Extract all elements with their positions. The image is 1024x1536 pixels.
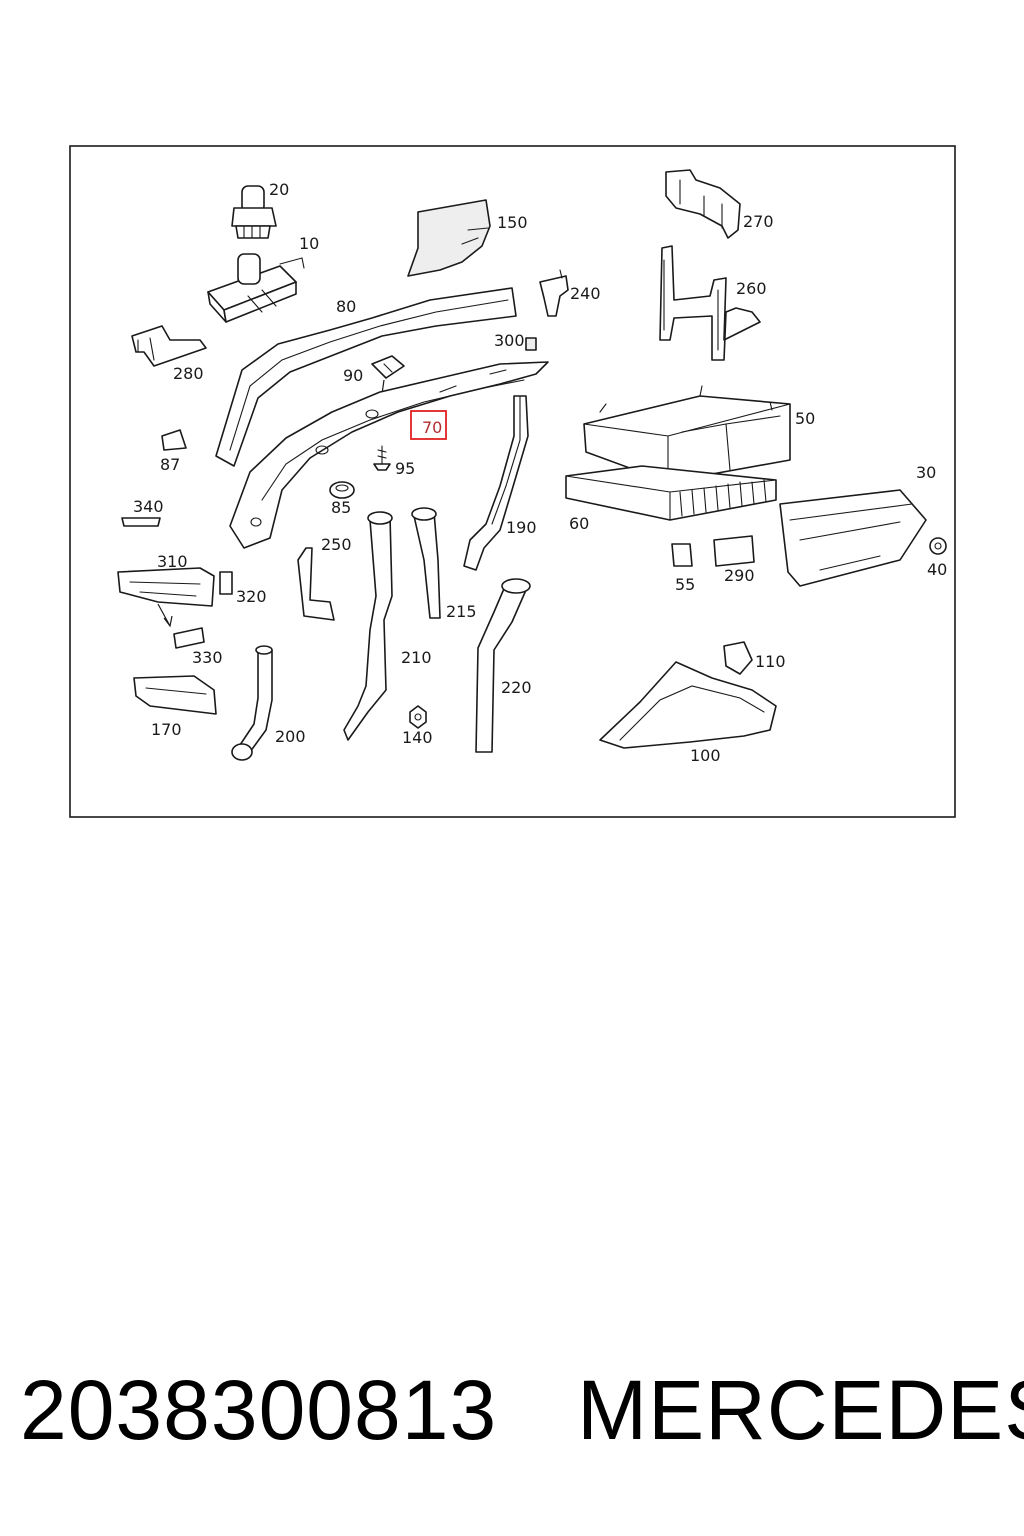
part-10-sensor <box>207 253 305 323</box>
callout-170: 170 <box>151 720 182 739</box>
callout-70-highlight-box <box>410 410 447 440</box>
part-270-bracket <box>665 169 741 239</box>
part-190-pipe <box>463 395 529 571</box>
callout-200: 200 <box>275 727 306 746</box>
callout-50: 50 <box>795 409 815 428</box>
part-100-cover <box>599 661 777 749</box>
part-95-screw <box>373 445 391 471</box>
part-55-clip <box>671 543 693 567</box>
part-20-connector <box>231 185 277 239</box>
part-280-bracket <box>131 325 207 367</box>
callout-270: 270 <box>743 212 774 231</box>
part-40-nut <box>929 537 947 555</box>
callout-190: 190 <box>506 518 537 537</box>
callout-90: 90 <box>343 366 363 385</box>
callout-320: 320 <box>236 587 267 606</box>
callout-20: 20 <box>269 180 289 199</box>
part-200-pipe <box>231 645 273 761</box>
callout-60: 60 <box>569 514 589 533</box>
callout-150: 150 <box>497 213 528 232</box>
part-240-clip <box>539 269 569 317</box>
callout-140: 140 <box>402 728 433 747</box>
part-170-bracket <box>133 675 217 715</box>
part-340-bracket <box>121 517 161 527</box>
callout-70: 70 <box>422 418 442 437</box>
part-210-hose <box>343 511 393 741</box>
part-250-bracket <box>297 547 335 621</box>
callout-240: 240 <box>570 284 601 303</box>
callout-80: 80 <box>336 297 356 316</box>
brand-name: MERCEDES <box>577 1363 1024 1457</box>
part-140-nut <box>409 705 427 729</box>
callout-215: 215 <box>446 602 477 621</box>
callout-300: 300 <box>494 331 525 350</box>
arrow-310-to-330 <box>157 603 173 628</box>
part-50-filter-housing <box>583 385 791 483</box>
callout-95: 95 <box>395 459 415 478</box>
callout-260: 260 <box>736 279 767 298</box>
callout-110: 110 <box>755 652 786 671</box>
part-30-housing <box>779 489 927 587</box>
callout-330: 330 <box>192 648 223 667</box>
diagram-frame <box>69 145 956 818</box>
part-290-pad <box>713 535 755 567</box>
callout-250: 250 <box>321 535 352 554</box>
callout-55: 55 <box>675 575 695 594</box>
callout-100: 100 <box>690 746 721 765</box>
part-320-clip <box>219 571 233 595</box>
callout-87: 87 <box>160 455 180 474</box>
part-70-cowl-panel <box>229 361 549 549</box>
callout-310: 310 <box>157 552 188 571</box>
callout-280: 280 <box>173 364 204 383</box>
part-300-clip <box>525 337 537 351</box>
part-220-hose <box>475 578 531 753</box>
part-260-bracket <box>659 245 761 361</box>
callout-210: 210 <box>401 648 432 667</box>
part-85-grommet <box>329 481 355 499</box>
part-215-hose <box>411 507 441 619</box>
callout-labels: 20 10 150 270 260 240 80 300 280 90 70 5… <box>133 180 947 765</box>
callout-40: 40 <box>927 560 947 579</box>
part-87-clip <box>161 429 187 451</box>
callout-30: 30 <box>916 463 936 482</box>
callout-85: 85 <box>331 498 351 517</box>
part-60-filter <box>565 465 777 521</box>
callout-290: 290 <box>724 566 755 585</box>
part-number: 2038300813 <box>20 1363 498 1457</box>
part-330-pad <box>173 627 205 649</box>
callout-340: 340 <box>133 497 164 516</box>
caption: 2038300813 MERCEDES <box>20 1362 1024 1459</box>
part-150-duct <box>407 199 491 277</box>
callout-220: 220 <box>501 678 532 697</box>
part-80-trim <box>215 287 517 467</box>
part-310-bracket <box>117 567 215 607</box>
callout-10: 10 <box>299 234 319 253</box>
part-110-clip <box>723 641 753 675</box>
